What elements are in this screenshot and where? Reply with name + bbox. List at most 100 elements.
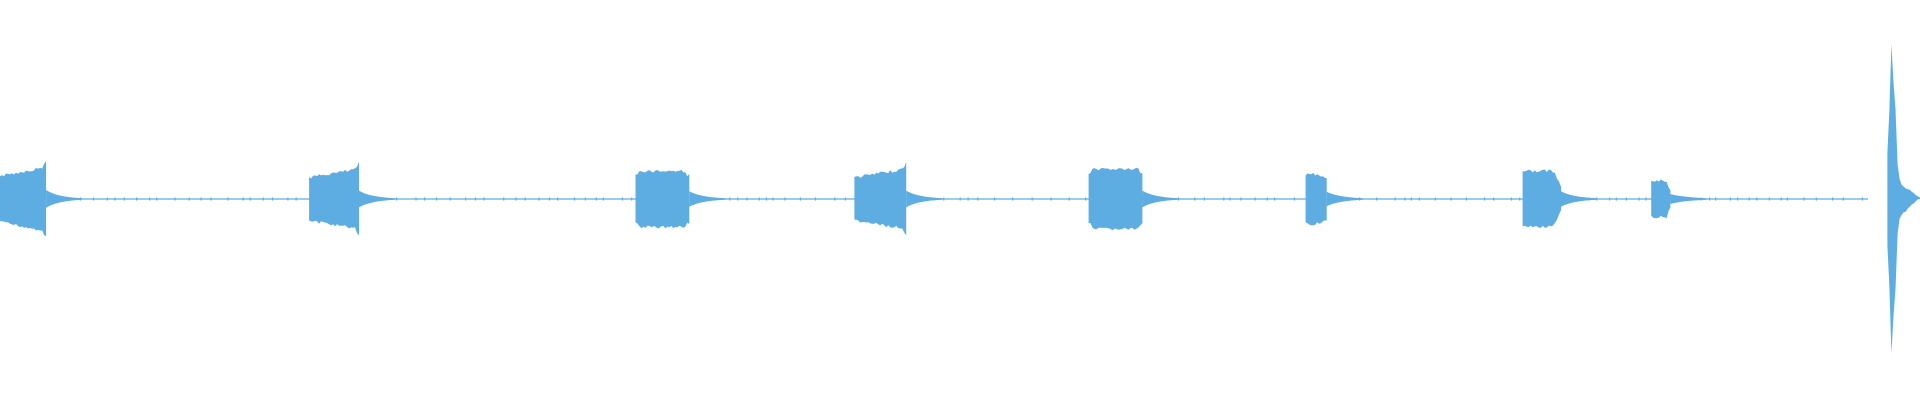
waveform-tail [1142,190,1179,208]
noise-tick [1240,197,1242,201]
noise-tick [631,197,633,201]
noise-tick [114,197,116,201]
noise-tick [746,197,748,201]
noise-tick [1293,197,1295,201]
noise-tick [994,197,996,201]
waveform-tail [1561,191,1597,207]
noise-tick [465,197,467,201]
noise-tick [424,197,426,201]
noise-tick [1404,197,1406,201]
noise-tick [1842,197,1844,201]
waveform-burst-8 [1651,179,1671,219]
waveform-burst-3 [635,169,690,229]
noise-tick [149,197,151,201]
noise-tick [227,197,229,201]
noise-tick [959,197,961,201]
noise-tick [1493,197,1495,201]
noise-tick [271,197,274,201]
noise-tick [249,197,251,201]
noise-tick [174,197,176,201]
noise-tick [799,197,801,201]
noise-tick [1434,197,1436,201]
waveform-segments [0,44,1920,354]
noise-tick [1254,197,1256,201]
waveform-tail [1670,194,1707,204]
noise-tick [295,197,297,201]
noise-tick [602,197,604,201]
noise-tick [1450,197,1452,201]
noise-tick [943,197,945,201]
noise-tick [1223,197,1225,201]
noise-tick [1203,197,1205,201]
noise-tick [1803,197,1805,201]
noise-tick [967,197,969,201]
noise-tick [1768,197,1770,201]
noise-tick [772,197,774,201]
waveform-tail [1326,191,1363,207]
noise-tick [1645,197,1647,201]
noise-tick [210,197,212,201]
noise-tick [1274,197,1276,201]
noise-tick [188,197,190,201]
noise-tick [1786,197,1788,201]
noise-tick [287,197,289,201]
noise-tick [1756,197,1758,201]
waveform-tail [359,190,395,208]
waveform-burst-2 [309,161,359,236]
noise-tick [844,197,846,201]
noise-tick [1709,197,1711,201]
noise-tick [1266,197,1268,201]
noise-tick [1483,197,1486,201]
noise-tick [1376,197,1378,201]
noise-tick [1729,197,1731,201]
noise-tick [396,197,398,201]
noise-tick [595,197,597,201]
noise-tick [1394,197,1396,201]
noise-tick [758,197,760,201]
noise-tick [1615,197,1617,201]
waveform-burst-7 [1522,169,1561,228]
waveform-burst-6 [1305,172,1327,226]
noise-tick [538,197,540,201]
noise-tick [1229,197,1231,201]
noise-tick [1050,197,1052,201]
noise-tick [415,197,417,201]
noise-tick [737,197,739,201]
noise-tick [242,197,244,201]
noise-tick [200,197,202,201]
noise-tick [503,197,505,201]
noise-tick [573,197,576,201]
waveform-burst-1 [0,161,47,237]
noise-tick [784,197,786,201]
noise-tick [1832,197,1834,201]
noise-tick [1861,197,1863,201]
noise-tick [136,197,138,201]
noise-tick [1465,197,1467,201]
noise-tick [1031,197,1033,201]
noise-tick [1510,197,1512,201]
noise-tick [621,197,623,201]
waveform-tail [906,190,943,208]
noise-tick [515,197,517,201]
noise-tick [262,197,264,201]
noise-tick [106,197,108,201]
waveform-tail [689,191,726,207]
noise-tick [977,197,979,201]
noise-tick [1638,197,1640,201]
noise-tick [814,197,817,201]
noise-tick [156,197,158,201]
noise-tick [765,197,767,201]
noise-tick [548,197,551,201]
noise-tick [1410,197,1412,201]
noise-tick [123,197,125,201]
noise-tick [834,197,836,201]
waveform-burst-4 [854,161,907,236]
noise-tick [1609,197,1611,201]
noise-tick [1815,197,1817,201]
noise-tick [483,197,485,201]
noise-tick [1780,197,1782,201]
waveform-burst-9 [1887,44,1920,354]
noise-tick [557,197,559,201]
